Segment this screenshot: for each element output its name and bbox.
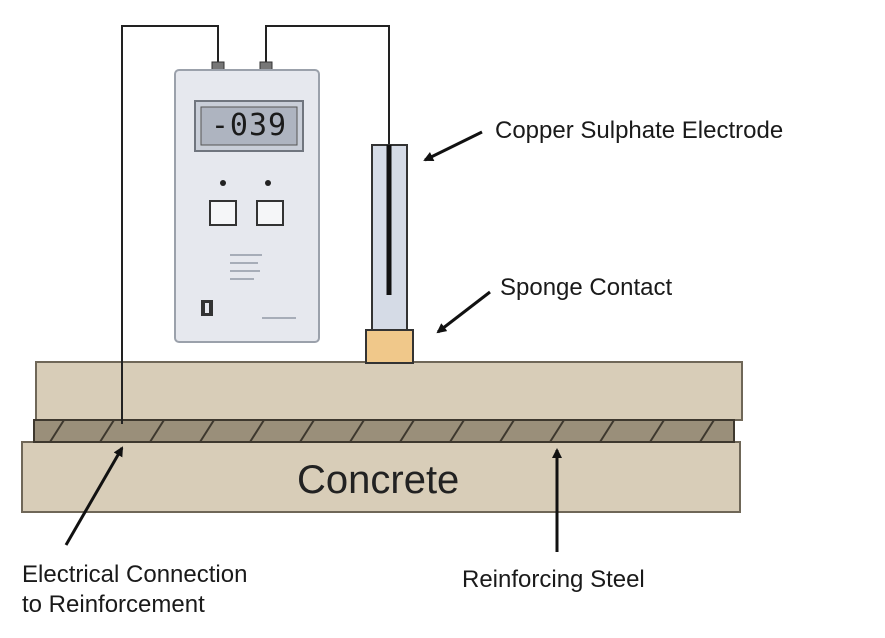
label-reinforcing-steel: Reinforcing Steel: [462, 566, 645, 593]
meter-button-left: [209, 200, 237, 226]
wire-to-reinforcement: [121, 25, 219, 424]
steel-rib-pattern: [49, 419, 715, 443]
meter-button-right: [256, 200, 284, 226]
label-electrical-connection: Electrical Connection to Reinforcement: [22, 560, 247, 620]
concrete-upper-layer: [35, 361, 743, 421]
arrow-sponge: [436, 290, 491, 334]
meter-display-reading: -039: [210, 108, 288, 143]
meter-fine-print: [230, 254, 296, 319]
concrete-lower-layer: [21, 441, 741, 513]
arrow-connection: [64, 446, 124, 546]
meter-logo-icon-detail: [205, 303, 209, 313]
label-copper-sulphate-electrode: Copper Sulphate Electrode: [495, 117, 784, 144]
label-sponge-contact: Sponge Contact: [500, 274, 673, 301]
label-concrete: Concrete: [297, 458, 460, 502]
wire-to-electrode: [265, 25, 390, 145]
sponge-contact: [365, 329, 414, 364]
label-electrical-connection-line1: Electrical Connection: [22, 561, 248, 588]
reinforcing-steel-bar: [33, 419, 735, 443]
indicator-led-left: [220, 180, 226, 186]
indicator-led-right: [265, 180, 271, 186]
arrow-electrode: [423, 130, 483, 162]
voltmeter-display: [200, 106, 298, 146]
label-electrical-connection-line2: to Reinforcement: [22, 591, 205, 618]
